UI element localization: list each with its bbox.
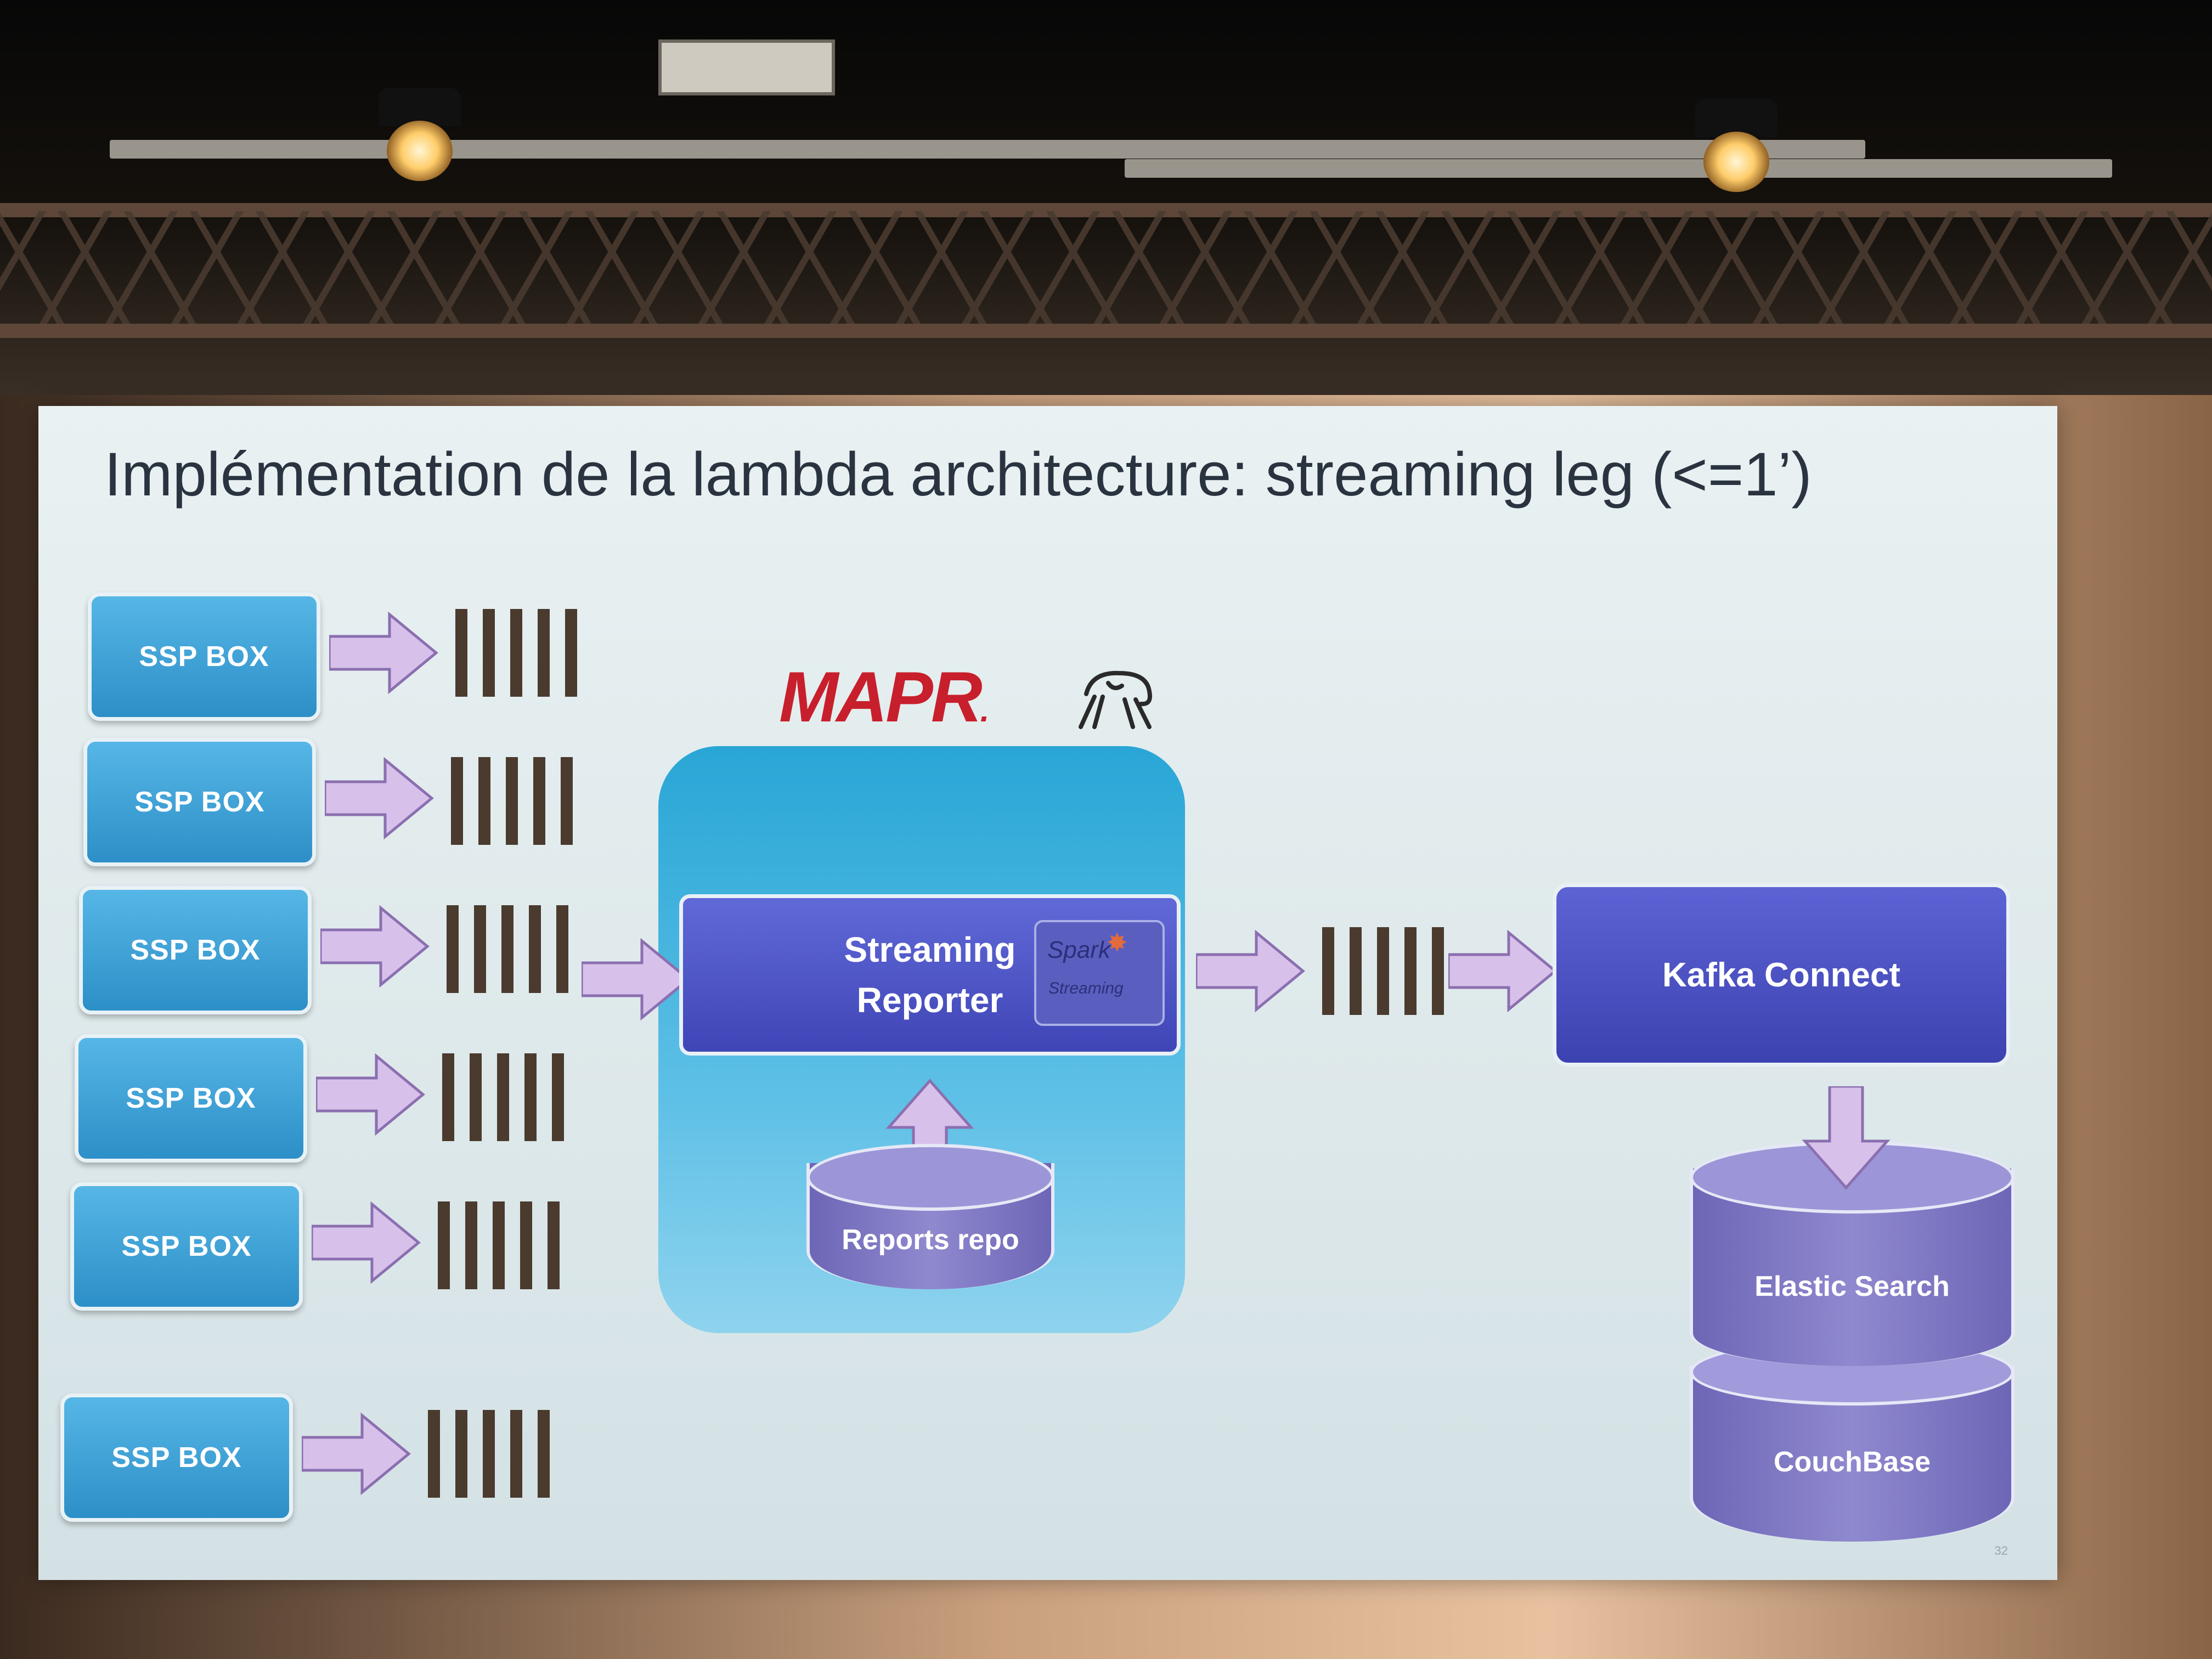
right-arrow-icon [1448,930,1558,1012]
right-arrow-icon [302,1413,411,1495]
page-number: 32 [1994,1544,2008,1558]
ceiling-rail [1125,159,2112,178]
truss-lattice [0,211,2212,326]
slide-title: Implémentation de la lambda architecture… [104,440,1812,509]
reports-repo-label: Reports repo [842,1224,1019,1256]
ssp-box: SSP BOX [75,1034,307,1163]
spotlight-icon [1695,99,1778,219]
spark-star-icon: ✸ [1107,928,1128,957]
down-arrow-icon [1802,1086,1891,1190]
ceiling-rig [0,0,2212,395]
right-arrow-icon [582,938,691,1020]
ssp-box-label: SSP BOX [126,1082,256,1114]
mapr-logo-text: MAPR [779,657,983,737]
spotlight-icon [379,88,461,208]
right-arrow-icon [329,612,438,694]
ssp-box-label: SSP BOX [139,641,269,673]
ssp-box-label: SSP BOX [134,786,265,818]
message-queue-icon [451,757,573,845]
ssp-box-label: SSP BOX [130,934,261,966]
streaming-reporter-box: Streaming Reporter Spark ✸ Streaming [679,894,1181,1056]
spark-logo-text: Spark [1047,936,1110,963]
message-queue-icon [455,609,577,697]
spark-streaming-logo: Spark ✸ Streaming [1034,920,1165,1026]
kafka-connect-box: Kafka Connect [1553,883,2010,1066]
elephant-icon [1079,670,1152,729]
spark-logo-subtext: Streaming [1048,979,1124,997]
message-queue-icon [438,1201,560,1289]
elastic-search-label: Elastic Search [1754,1271,1950,1302]
ssp-box: SSP BOX [79,886,312,1014]
kafka-connect-label: Kafka Connect [1662,956,1901,994]
reports-repo-top [806,1144,1054,1211]
ssp-box: SSP BOX [70,1182,303,1311]
message-queue-icon [447,905,568,993]
projected-slide: Implémentation de la lambda architecture… [38,406,2057,1580]
right-arrow-icon [320,905,430,988]
ssp-box: SSP BOX [83,738,316,866]
message-queue-icon [442,1053,564,1141]
ssp-box: SSP BOX [88,592,320,721]
right-arrow-icon [1196,930,1305,1012]
ssp-box-label: SSP BOX [121,1231,252,1262]
right-arrow-icon [325,757,434,839]
message-queue-icon [428,1410,550,1498]
projector [658,40,835,95]
ceiling-rail [110,140,1865,159]
ssp-box-label: SSP BOX [111,1442,242,1474]
couchbase-label: CouchBase [1773,1446,1931,1478]
message-queue-icon [1322,927,1444,1015]
mapr-logo: MAPR. [779,657,989,737]
right-arrow-icon [312,1201,421,1284]
ssp-box: SSP BOX [60,1393,293,1522]
streaming-reporter-label: Streaming Reporter [844,930,1016,1020]
right-arrow-icon [316,1053,425,1136]
truss-bottom-bar [0,324,2212,338]
